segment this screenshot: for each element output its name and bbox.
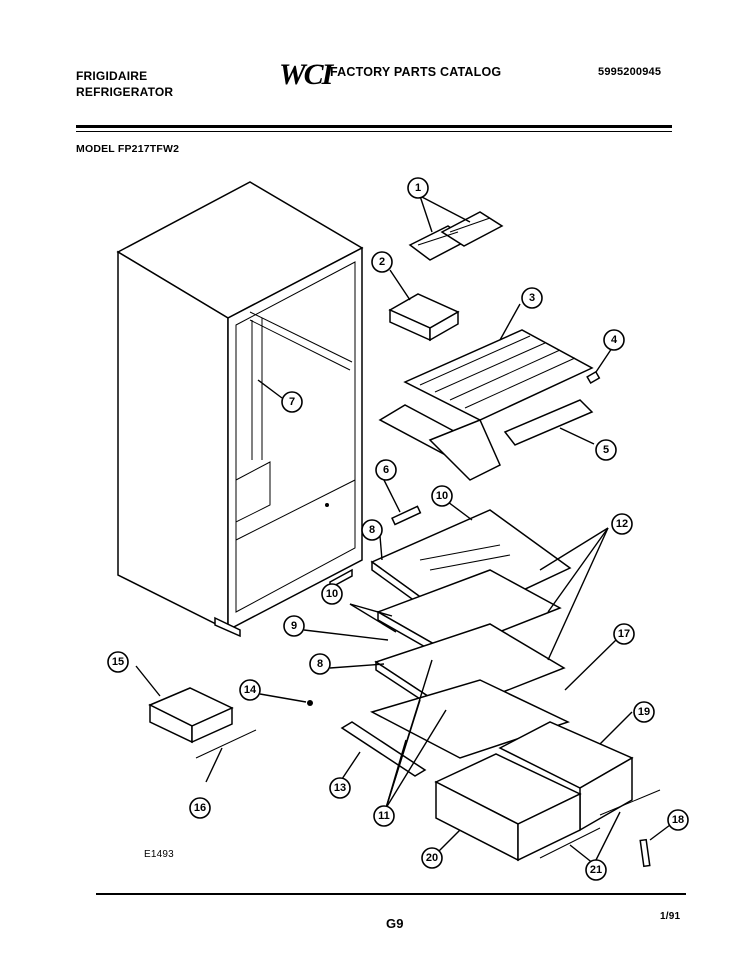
callout-10-upper: 10: [431, 485, 453, 507]
svg-text:7: 7: [289, 396, 295, 408]
callout-8-upper: 8: [361, 519, 383, 541]
callout-18: 18: [667, 809, 689, 831]
callout-13: 13: [329, 777, 351, 799]
svg-text:11: 11: [378, 810, 390, 822]
callout-19: 19: [633, 701, 655, 723]
svg-text:8: 8: [317, 658, 323, 670]
svg-text:5: 5: [603, 444, 609, 456]
svg-text:21: 21: [590, 864, 602, 876]
ice-bin: [388, 293, 460, 342]
svg-text:20: 20: [426, 852, 438, 864]
svg-text:13: 13: [334, 782, 346, 794]
callout-2: 2: [371, 251, 393, 273]
callout-5: 5: [595, 439, 617, 461]
wci-logo: WCI: [279, 58, 333, 91]
brand-name: FRIGIDAIRE: [76, 69, 148, 83]
callout-7: 7: [281, 391, 303, 413]
callout-9: 9: [283, 615, 305, 637]
product-type: REFRIGERATOR: [76, 85, 174, 99]
callout-21: 21: [585, 859, 607, 881]
callout-14: 14: [239, 679, 261, 701]
model-label: MODEL FP217TFW2: [76, 143, 180, 155]
svg-text:14: 14: [244, 684, 257, 696]
svg-text:17: 17: [618, 628, 630, 640]
cabinet: [116, 181, 364, 638]
date-code: 1/91: [660, 911, 681, 922]
svg-text:12: 12: [616, 518, 628, 530]
callout-16: 16: [189, 797, 211, 819]
svg-text:6: 6: [383, 464, 389, 476]
callout-15: 15: [107, 651, 129, 673]
callout-1: 1: [407, 177, 429, 199]
callout-11: 11: [373, 805, 395, 827]
svg-text:9: 9: [291, 620, 297, 632]
callout-4: 4: [603, 329, 625, 351]
footer-rule: [96, 893, 686, 895]
page-code: G9: [386, 916, 404, 931]
crisper-cover: [370, 679, 571, 759]
svg-text:15: 15: [112, 656, 124, 668]
svg-text:18: 18: [672, 814, 684, 826]
callout-12: 12: [611, 513, 633, 535]
svg-text:10: 10: [326, 588, 338, 600]
catalog-title: FACTORY PARTS CATALOG: [330, 65, 502, 79]
callout-3: 3: [521, 287, 543, 309]
brand-block: FRIGIDAIRE REFRIGERATOR: [76, 68, 173, 100]
catalog-number: 5995200945: [598, 66, 662, 78]
header-rule: [76, 125, 672, 128]
svg-text:16: 16: [194, 802, 206, 814]
callout-17: 17: [613, 623, 635, 645]
svg-text:2: 2: [379, 256, 385, 268]
utility-bin: [148, 687, 257, 759]
callout-10-lower: 10: [321, 583, 343, 605]
callout-8-lower: 8: [309, 653, 331, 675]
callout-6: 6: [375, 459, 397, 481]
svg-text:10: 10: [436, 490, 448, 502]
callout-20: 20: [421, 847, 443, 869]
ice-trays: [408, 211, 504, 261]
svg-text:1: 1: [415, 182, 421, 194]
drawing-code: E1493: [144, 849, 174, 860]
crisper-drawers: [434, 721, 661, 868]
header-rule-thin: [76, 131, 672, 132]
svg-text:8: 8: [369, 524, 375, 536]
svg-text:3: 3: [529, 292, 535, 304]
freezer-shelf: [378, 329, 594, 481]
svg-text:4: 4: [611, 334, 618, 346]
svg-text:19: 19: [638, 706, 650, 718]
